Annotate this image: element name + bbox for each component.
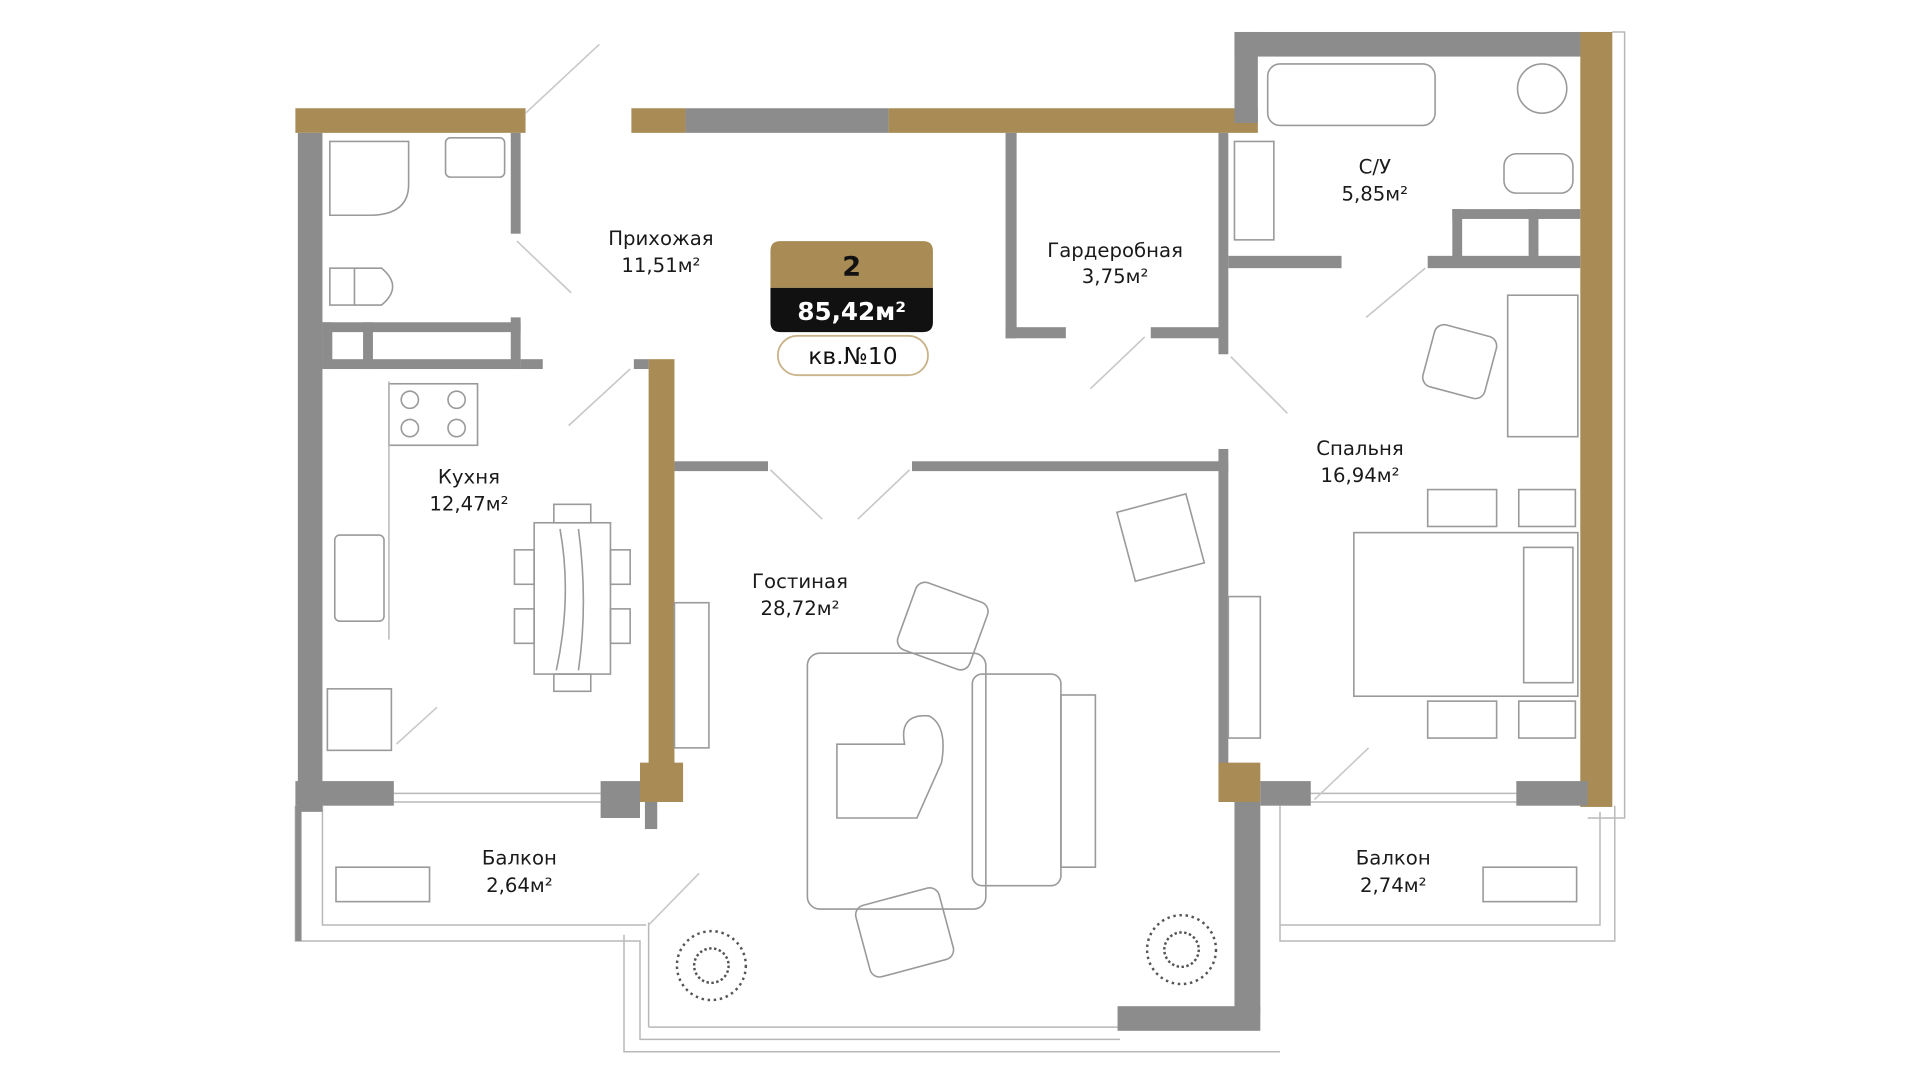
room-area: 2,74м² — [1360, 874, 1427, 897]
room-area: 5,85м² — [1341, 183, 1408, 206]
room-area: 2,64м² — [486, 874, 553, 897]
room-area: 28,72м² — [760, 597, 839, 620]
room-name: Гостиная — [752, 570, 848, 593]
room-label-living-room: Гостиная 28,72м² — [752, 570, 848, 620]
room-label-bathroom: С/У 5,85м² — [1341, 155, 1408, 205]
door-swings — [395, 43, 1426, 926]
sink-icon — [444, 136, 506, 178]
apartment-number: кв.№10 — [808, 342, 897, 370]
sofa-icon — [806, 652, 1097, 910]
room-name: Спальня — [1316, 437, 1404, 460]
room-label-balcony-right: Балкон 2,74м² — [1356, 847, 1431, 897]
rooms-count: 2 — [842, 252, 861, 283]
washbasin-icon — [1233, 140, 1275, 241]
room-label-balcony-left: Балкон 2,64м² — [482, 847, 557, 897]
room-area: 16,94м² — [1320, 464, 1399, 487]
room-area: 11,51м² — [621, 254, 700, 277]
room-label-bedroom: Спальня 16,94м² — [1316, 437, 1404, 487]
walls — [295, 31, 1613, 1031]
armchair-icon — [854, 887, 955, 978]
toilet-icon — [1503, 152, 1574, 194]
bathtub-icon — [1266, 63, 1436, 127]
room-name: Балкон — [482, 847, 557, 870]
room-name: Гардеробная — [1047, 239, 1183, 262]
plant-icon — [1145, 913, 1218, 986]
tv-stand-icon — [673, 601, 710, 749]
kitchen-sink-icon — [333, 534, 385, 622]
furniture — [326, 63, 1579, 1002]
room-area: 3,75м² — [1082, 265, 1149, 288]
room-name: Прихожая — [608, 227, 713, 250]
outline-lines — [294, 31, 1626, 1053]
ac-unit-icon — [335, 866, 431, 903]
room-name: С/У — [1359, 155, 1391, 178]
bed-icon — [1353, 488, 1579, 739]
apartment-badge: 2 85,42м² кв.№10 — [770, 241, 933, 377]
room-area: 12,47м² — [429, 492, 508, 515]
fridge-icon — [326, 688, 393, 752]
total-area: 85,42м² — [797, 297, 906, 326]
wardrobe-icon — [1227, 595, 1262, 739]
dining-table-icon — [513, 503, 631, 693]
plant-icon — [675, 929, 748, 1002]
desk-icon — [1506, 294, 1579, 438]
stove-icon — [388, 382, 479, 447]
room-name: Балкон — [1356, 847, 1431, 870]
shower-icon — [329, 140, 410, 217]
toilet-icon — [329, 267, 394, 306]
ac-unit-icon — [1482, 866, 1578, 903]
office-chair-icon — [1421, 323, 1498, 400]
room-label-wardrobe: Гардеробная 3,75м² — [1047, 239, 1183, 288]
room-name: Кухня — [438, 465, 500, 488]
armchair-icon — [1115, 492, 1206, 583]
armchair-icon — [896, 581, 989, 671]
washing-machine-icon — [1516, 63, 1568, 114]
room-label-kitchen: Кухня 12,47м² — [429, 465, 508, 515]
room-label-hallway: Прихожая 11,51м² — [608, 227, 713, 277]
